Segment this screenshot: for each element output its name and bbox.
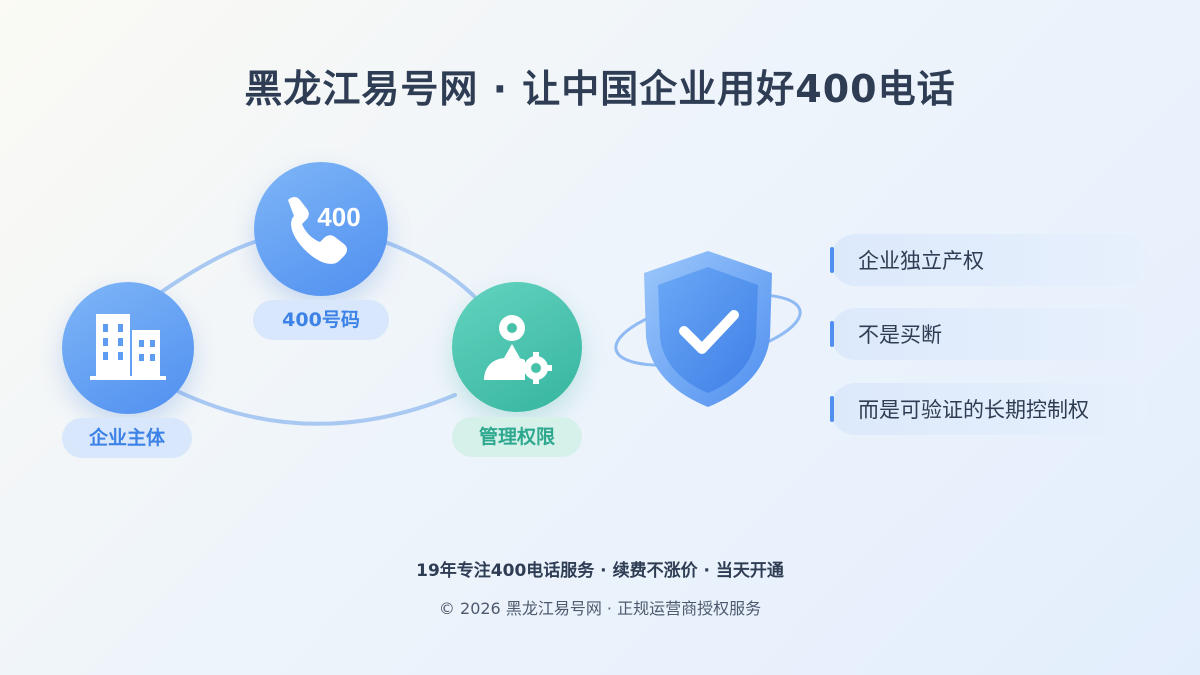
management-label: 管理权限 xyxy=(452,417,582,457)
page-title: 黑龙江易号网 · 让中国企业用好400电话 xyxy=(244,67,956,111)
enterprise-label: 企业主体 xyxy=(62,418,192,458)
building-icon xyxy=(90,314,166,380)
feature-item-not-buyout: 不是买断 xyxy=(830,308,1148,360)
feature-accent-bar xyxy=(830,321,834,347)
shield-check-icon xyxy=(614,251,802,407)
phone-400-node: 400 xyxy=(254,162,388,296)
user-gear-icon xyxy=(484,315,552,384)
feature-item-ownership: 企业独立产权 xyxy=(830,234,1148,286)
feature-accent-bar xyxy=(830,396,834,422)
phone-icon-text: 400 xyxy=(317,202,360,232)
management-node xyxy=(452,282,582,412)
enterprise-node xyxy=(62,282,194,414)
feature-item-long-term-control: 而是可验证的长期控制权 xyxy=(830,383,1148,435)
copyright-line: © 2026 黑龙江易号网 · 正规运营商授权服务 xyxy=(438,599,762,618)
feature-text: 而是可验证的长期控制权 xyxy=(858,398,1089,422)
phone-icon: 400 xyxy=(288,197,361,264)
phone-number-label: 400号码 xyxy=(253,300,389,340)
feature-text: 企业独立产权 xyxy=(858,249,984,273)
feature-text: 不是买断 xyxy=(858,323,942,347)
feature-accent-bar xyxy=(830,247,834,273)
service-tagline: 19年专注400电话服务 · 续费不涨价 · 当天开通 xyxy=(416,561,784,581)
